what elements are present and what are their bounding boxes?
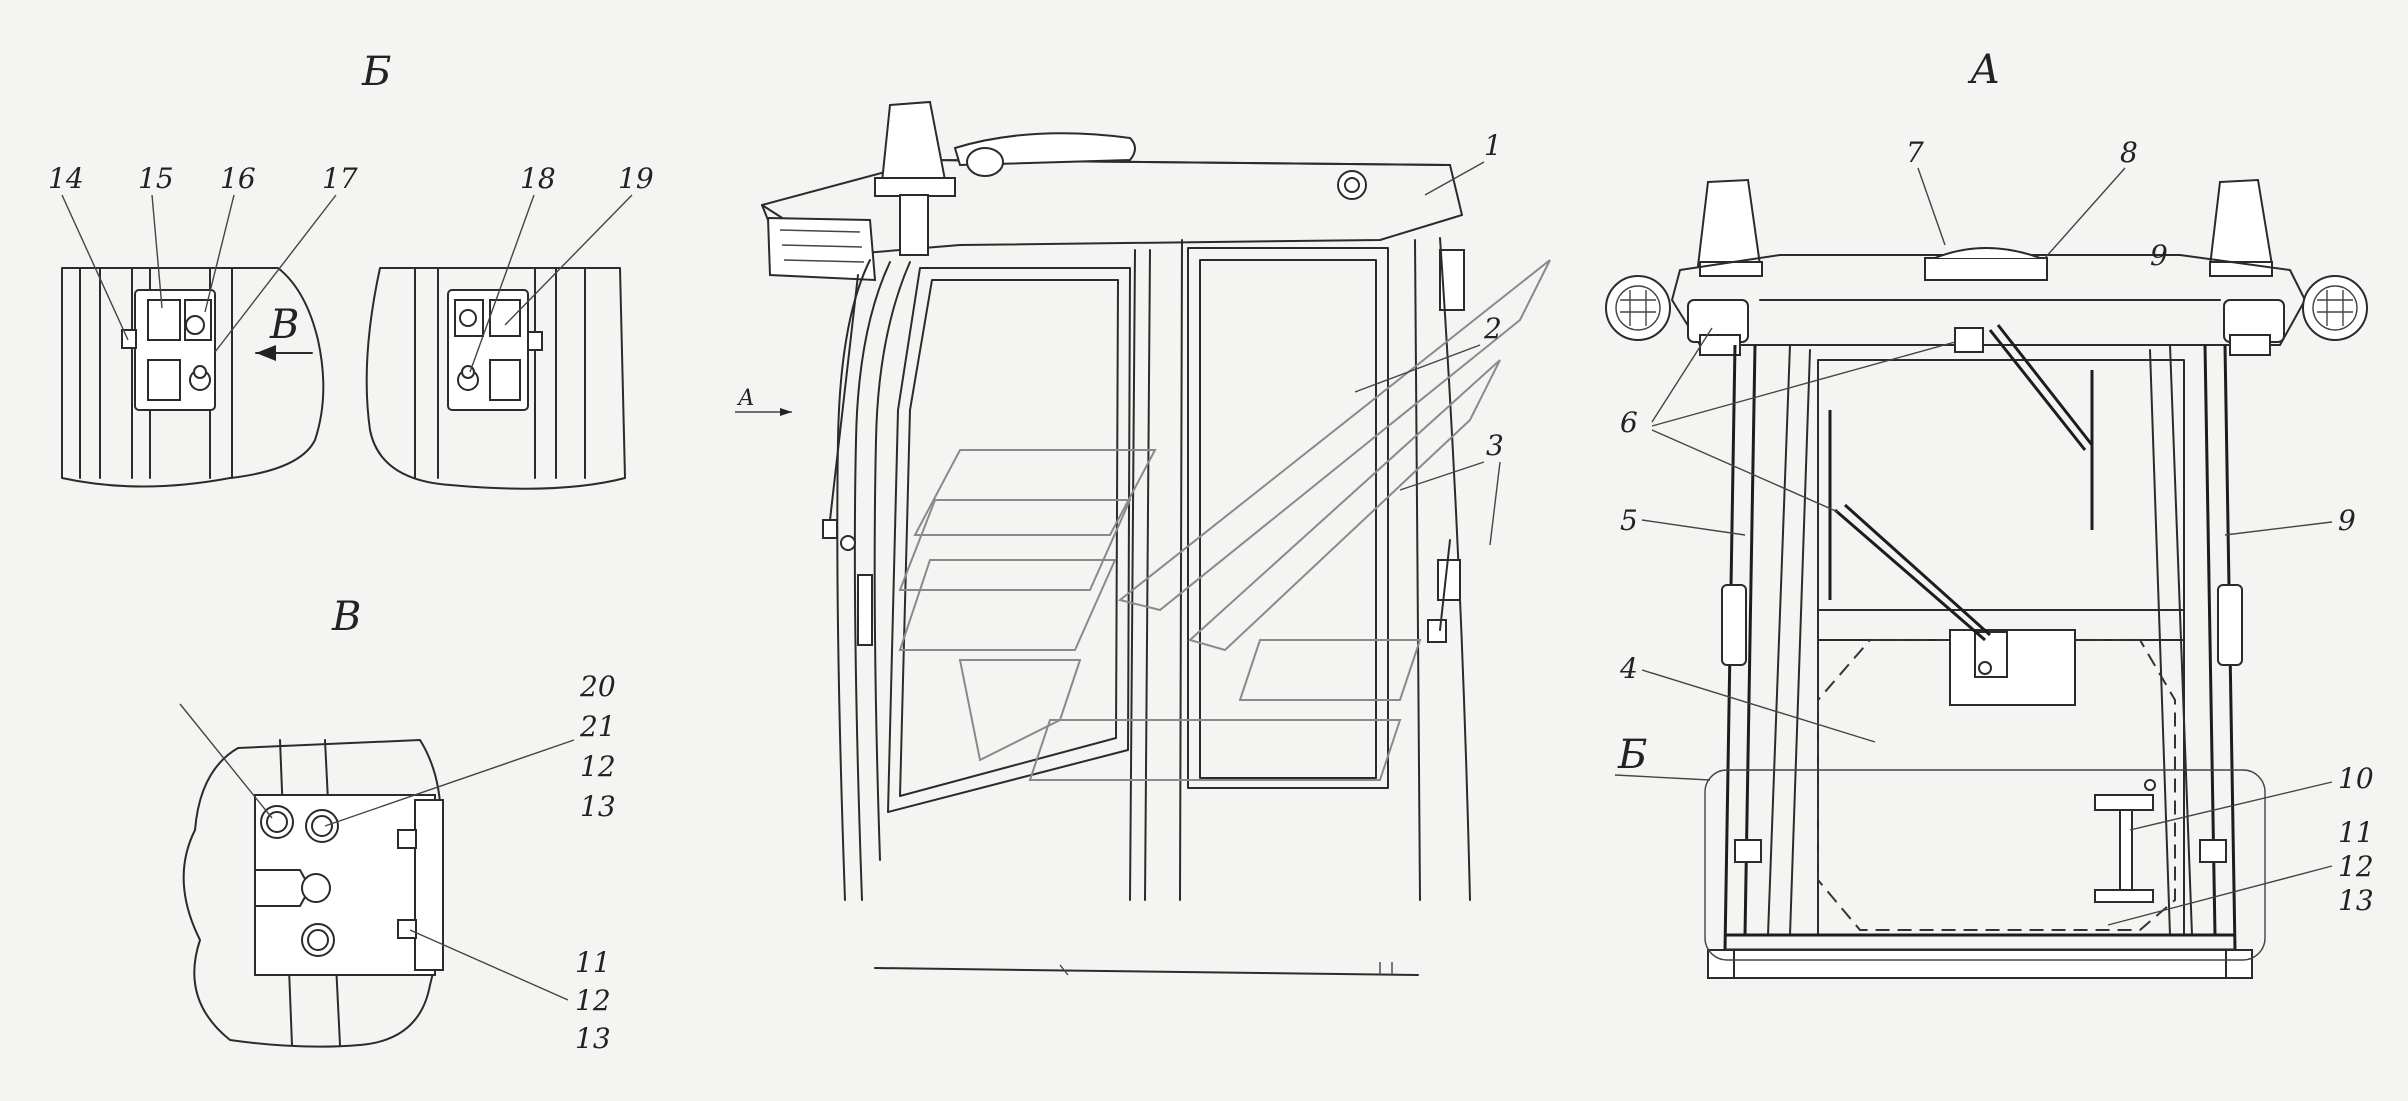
cab-side-view: А [735, 100, 1551, 976]
label-18: 18 [520, 162, 556, 195]
label-6: 6 [1620, 406, 1638, 439]
label-13-c: 13 [575, 1022, 611, 1055]
view-b-frame-label: Б [1617, 732, 1647, 778]
label-19: 19 [618, 162, 654, 195]
view-v-callouts: 20 21 12 13 11 12 13 [179, 670, 616, 1055]
label-15: 15 [138, 162, 174, 195]
label-17: 17 [322, 162, 358, 195]
label-13: 13 [2338, 884, 2374, 917]
view-b-title: Б [361, 49, 391, 95]
view-v-arrow-label: В [269, 302, 299, 348]
view-b-callouts: 14 15 16 17 18 19 [48, 162, 654, 373]
label-14: 14 [48, 162, 84, 195]
view-a-title: А [1967, 47, 2000, 93]
view-a-arrow-label: А [736, 386, 755, 411]
detail-b-left-outline [61, 267, 325, 488]
label-4: 4 [1619, 652, 1638, 685]
roof-beacon [880, 100, 947, 184]
view-b-region-frame [1704, 769, 2266, 961]
detail-view-b: Б В [61, 49, 626, 490]
label-3: 3 [1486, 429, 1504, 462]
label-2: 2 [1483, 312, 1502, 345]
label-16: 16 [220, 162, 256, 195]
view-v-title: В [331, 594, 361, 640]
label-12-c: 12 [575, 984, 611, 1017]
detail-view-a: А [1605, 47, 2368, 979]
label-10: 10 [2338, 762, 2374, 795]
detail-view-v: В [182, 594, 444, 1048]
label-12-b: 12 [580, 750, 616, 783]
view-a-callouts: 7 8 9 6 5 9 4 10 11 12 13 [1619, 136, 2374, 926]
beacon-left [1696, 178, 1762, 268]
label-11-b: 11 [575, 946, 611, 979]
label-9-top: 9 [2150, 239, 2168, 272]
label-13-b: 13 [580, 790, 616, 823]
wiper-motor [1949, 629, 2076, 706]
label-20: 20 [579, 670, 616, 703]
label-7: 7 [1906, 136, 1924, 169]
label-21: 21 [579, 710, 616, 743]
watermark-logo [898, 259, 1551, 781]
cab-side-callouts: 1 2 3 [1354, 129, 1504, 546]
cab-rear-window [1187, 247, 1389, 789]
label-5: 5 [1620, 504, 1638, 537]
label-12: 12 [2338, 850, 2374, 883]
cab-door-window [887, 267, 1131, 813]
label-11: 11 [2338, 816, 2374, 849]
detail-b-right-outline [365, 267, 626, 490]
beacon-right [2208, 178, 2274, 268]
rear-panel-dashed [1817, 639, 2176, 931]
label-1: 1 [1484, 129, 1502, 162]
label-8: 8 [2120, 136, 2138, 169]
label-9: 9 [2338, 504, 2356, 537]
